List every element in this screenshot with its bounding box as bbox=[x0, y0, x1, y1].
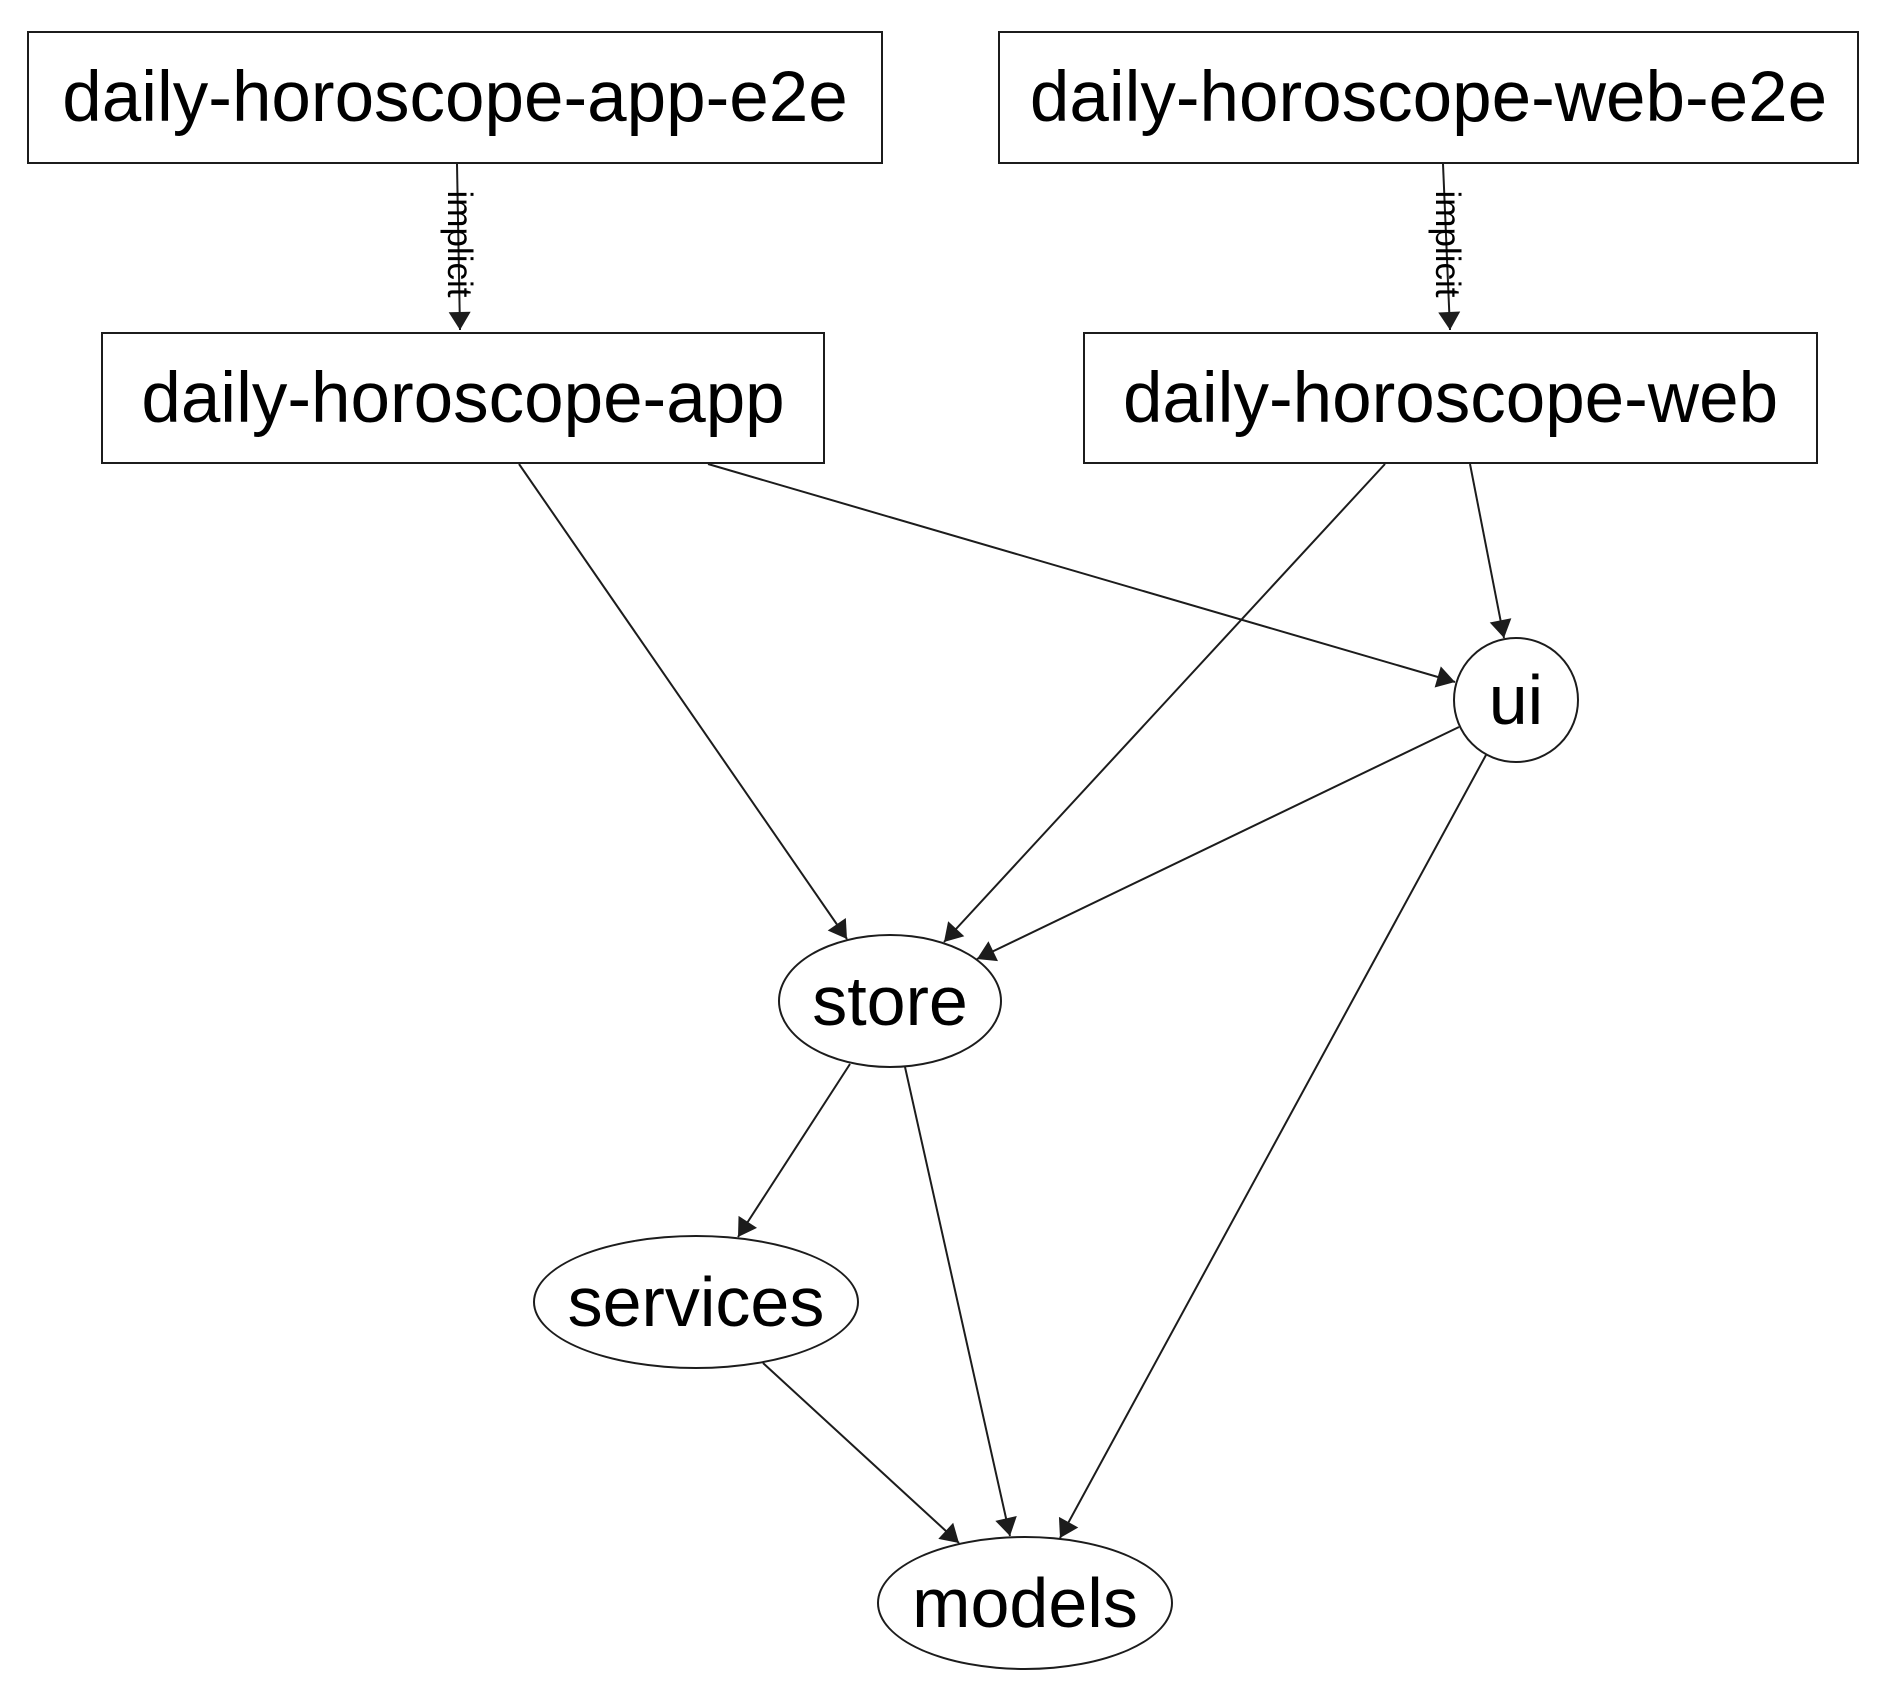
node-label: daily-horoscope-web-e2e bbox=[1029, 58, 1828, 137]
node-label: ui bbox=[1488, 661, 1544, 739]
edge-store-to-services bbox=[737, 1063, 851, 1238]
node-daily-horoscope-web[interactable]: daily-horoscope-web bbox=[1083, 332, 1818, 464]
edge-ui-to-store bbox=[976, 726, 1460, 962]
edge-daily-horoscope-app-to-ui bbox=[707, 463, 1456, 688]
node-label: store bbox=[812, 962, 968, 1040]
edge-daily-horoscope-app-e2e-to-daily-horoscope-app bbox=[448, 163, 471, 331]
edge-store-to-models bbox=[904, 1066, 1017, 1537]
node-label: models bbox=[912, 1564, 1138, 1642]
node-models[interactable]: models bbox=[877, 1536, 1173, 1670]
node-label: services bbox=[567, 1263, 825, 1341]
node-daily-horoscope-app[interactable]: daily-horoscope-app bbox=[101, 332, 825, 464]
edge-daily-horoscope-app-to-store bbox=[518, 463, 848, 940]
node-services[interactable]: services bbox=[533, 1235, 859, 1369]
edge-label-implicit-app: implicit bbox=[440, 190, 479, 298]
node-daily-horoscope-app-e2e[interactable]: daily-horoscope-app-e2e bbox=[27, 31, 883, 164]
node-store[interactable]: store bbox=[778, 934, 1002, 1068]
node-label: daily-horoscope-app bbox=[141, 358, 785, 438]
edge-daily-horoscope-web-to-store bbox=[943, 463, 1386, 943]
node-daily-horoscope-web-e2e[interactable]: daily-horoscope-web-e2e bbox=[998, 31, 1859, 164]
node-label: daily-horoscope-web bbox=[1122, 358, 1779, 438]
node-label: daily-horoscope-app-e2e bbox=[62, 58, 848, 137]
edge-daily-horoscope-web-e2e-to-daily-horoscope-web bbox=[1438, 163, 1461, 331]
node-ui[interactable]: ui bbox=[1453, 637, 1579, 763]
edge-services-to-models bbox=[762, 1362, 960, 1544]
edge-daily-horoscope-web-to-ui bbox=[1469, 463, 1512, 639]
edge-ui-to-models bbox=[1058, 754, 1487, 1539]
edge-label-implicit-web: implicit bbox=[1428, 190, 1467, 298]
